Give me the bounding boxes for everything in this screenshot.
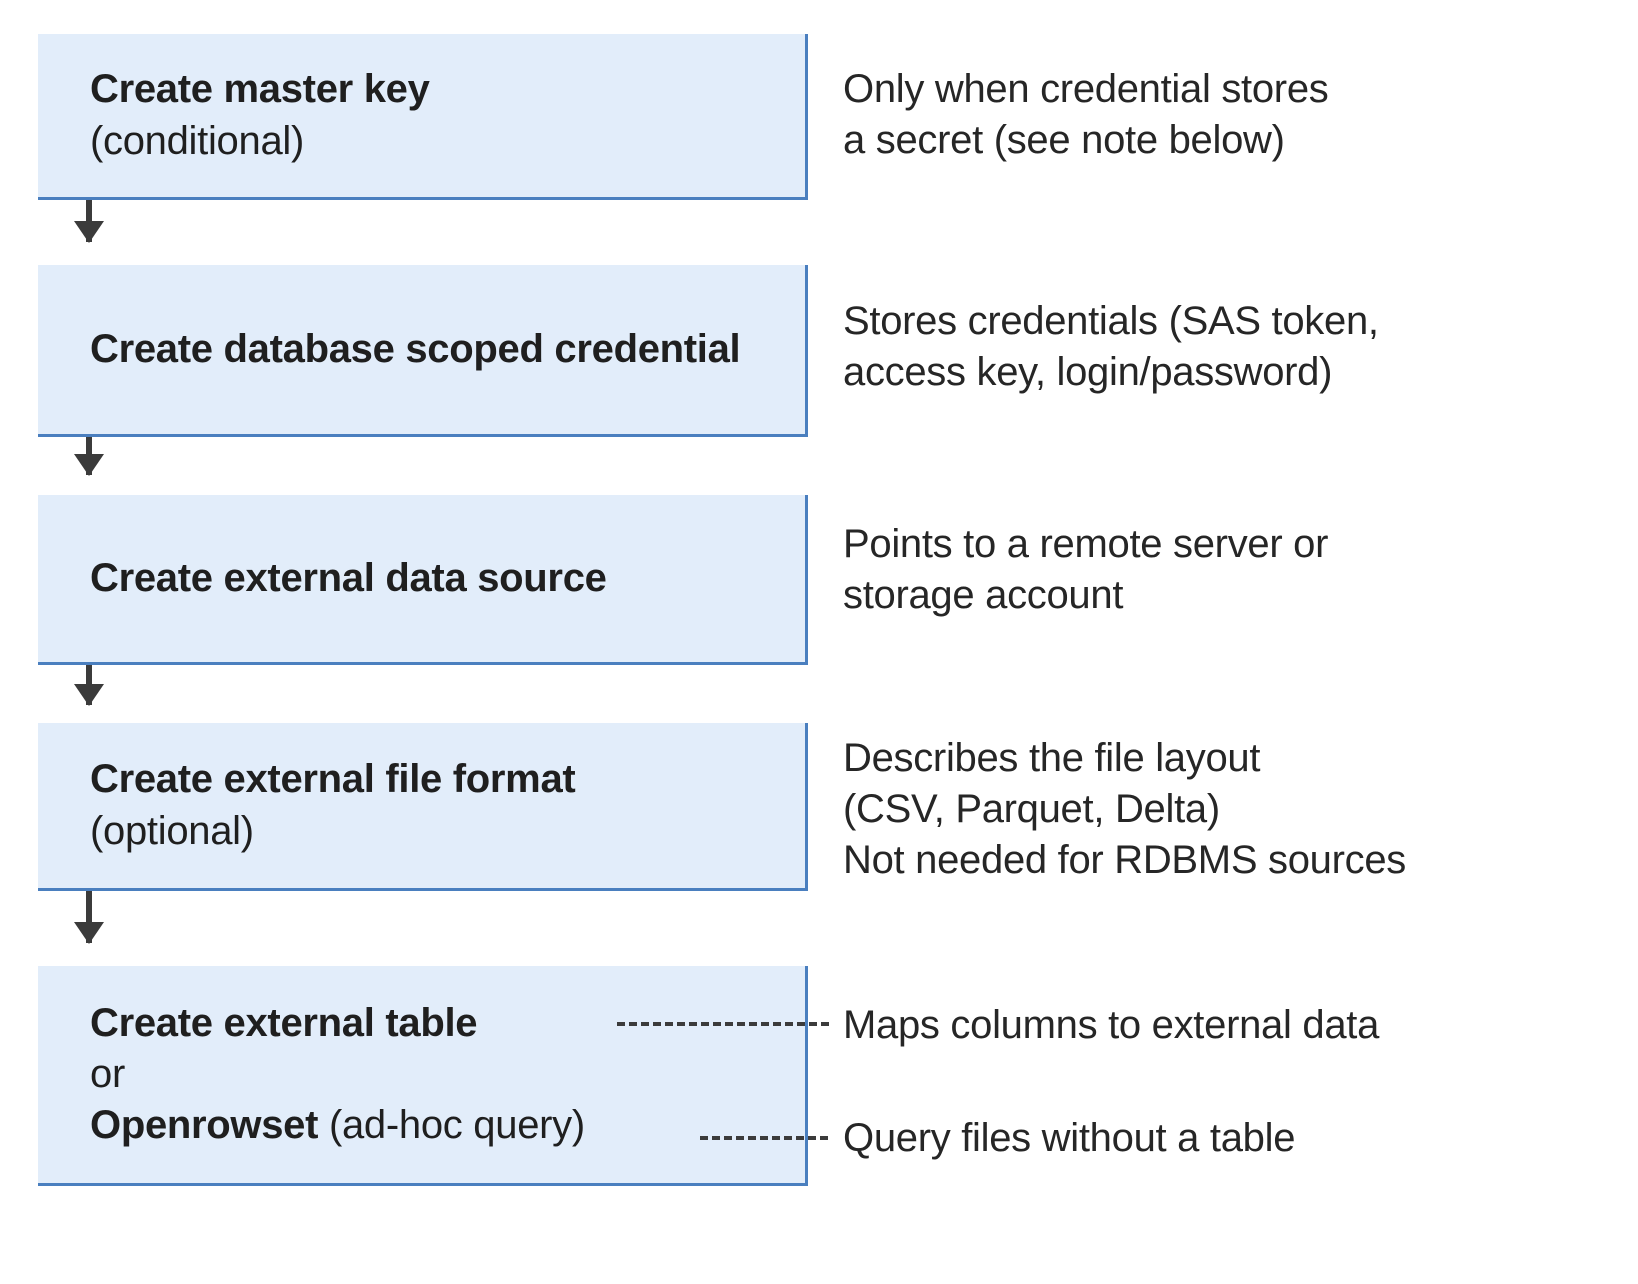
flow-box-create-external-file-format[interactable]: Create external file format (optional) bbox=[38, 723, 808, 891]
dashed-connector-openrowset bbox=[700, 1136, 828, 1140]
note-create-external-file-format: Describes the file layout (CSV, Parquet,… bbox=[843, 736, 1406, 883]
arrow-down-icon-2 bbox=[86, 437, 92, 475]
flow-box-subtitle: (conditional) bbox=[90, 118, 304, 163]
note-openrowset: Query files without a table bbox=[843, 1116, 1296, 1160]
flow-box-create-external-data-source[interactable]: Create external data source bbox=[38, 495, 808, 665]
flow-box-content: Create external table or Openrowset (ad-… bbox=[38, 998, 805, 1152]
flow-box-title: Create external data source bbox=[90, 555, 607, 600]
arrow-down-icon-4 bbox=[86, 891, 92, 943]
flow-box-alt-suffix: (ad-hoc query) bbox=[318, 1103, 585, 1148]
flow-box-alt-title: Openrowset bbox=[90, 1103, 319, 1148]
flow-box-create-database-scoped-credential[interactable]: Create database scoped credential bbox=[38, 265, 808, 437]
note-create-database-scoped-credential: Stores credentials (SAS token, access ke… bbox=[843, 299, 1379, 395]
note-create-external-data-source: Points to a remote server or storage acc… bbox=[843, 522, 1329, 618]
flow-box-alt-line: Openrowset (ad-hoc query) bbox=[90, 1100, 789, 1151]
flow-box-title: Create external file format bbox=[90, 757, 576, 802]
note-create-master-key: Only when credential stores a secret (se… bbox=[843, 67, 1329, 163]
flow-box-content: Create external file format (optional) bbox=[38, 754, 805, 856]
flow-box-or-label: or bbox=[90, 1051, 125, 1096]
dashed-connector-external-table bbox=[617, 1022, 829, 1026]
flow-box-content: Create master key (conditional) bbox=[38, 64, 805, 166]
flow-box-subtitle: (optional) bbox=[90, 808, 254, 853]
flow-box-title: Create database scoped credential bbox=[90, 326, 741, 371]
note-create-external-table: Maps columns to external data bbox=[843, 1003, 1380, 1047]
flow-box-content: Create external data source bbox=[38, 553, 805, 604]
flow-box-title: Create external table bbox=[90, 1000, 478, 1045]
flow-box-create-master-key[interactable]: Create master key (conditional) bbox=[38, 34, 808, 200]
arrow-down-icon-1 bbox=[86, 200, 92, 242]
flow-box-title: Create master key bbox=[90, 67, 430, 112]
flow-box-content: Create database scoped credential bbox=[38, 324, 805, 375]
flow-box-create-external-table-or-openrowset[interactable]: Create external table or Openrowset (ad-… bbox=[38, 966, 808, 1186]
arrow-down-icon-3 bbox=[86, 665, 92, 705]
